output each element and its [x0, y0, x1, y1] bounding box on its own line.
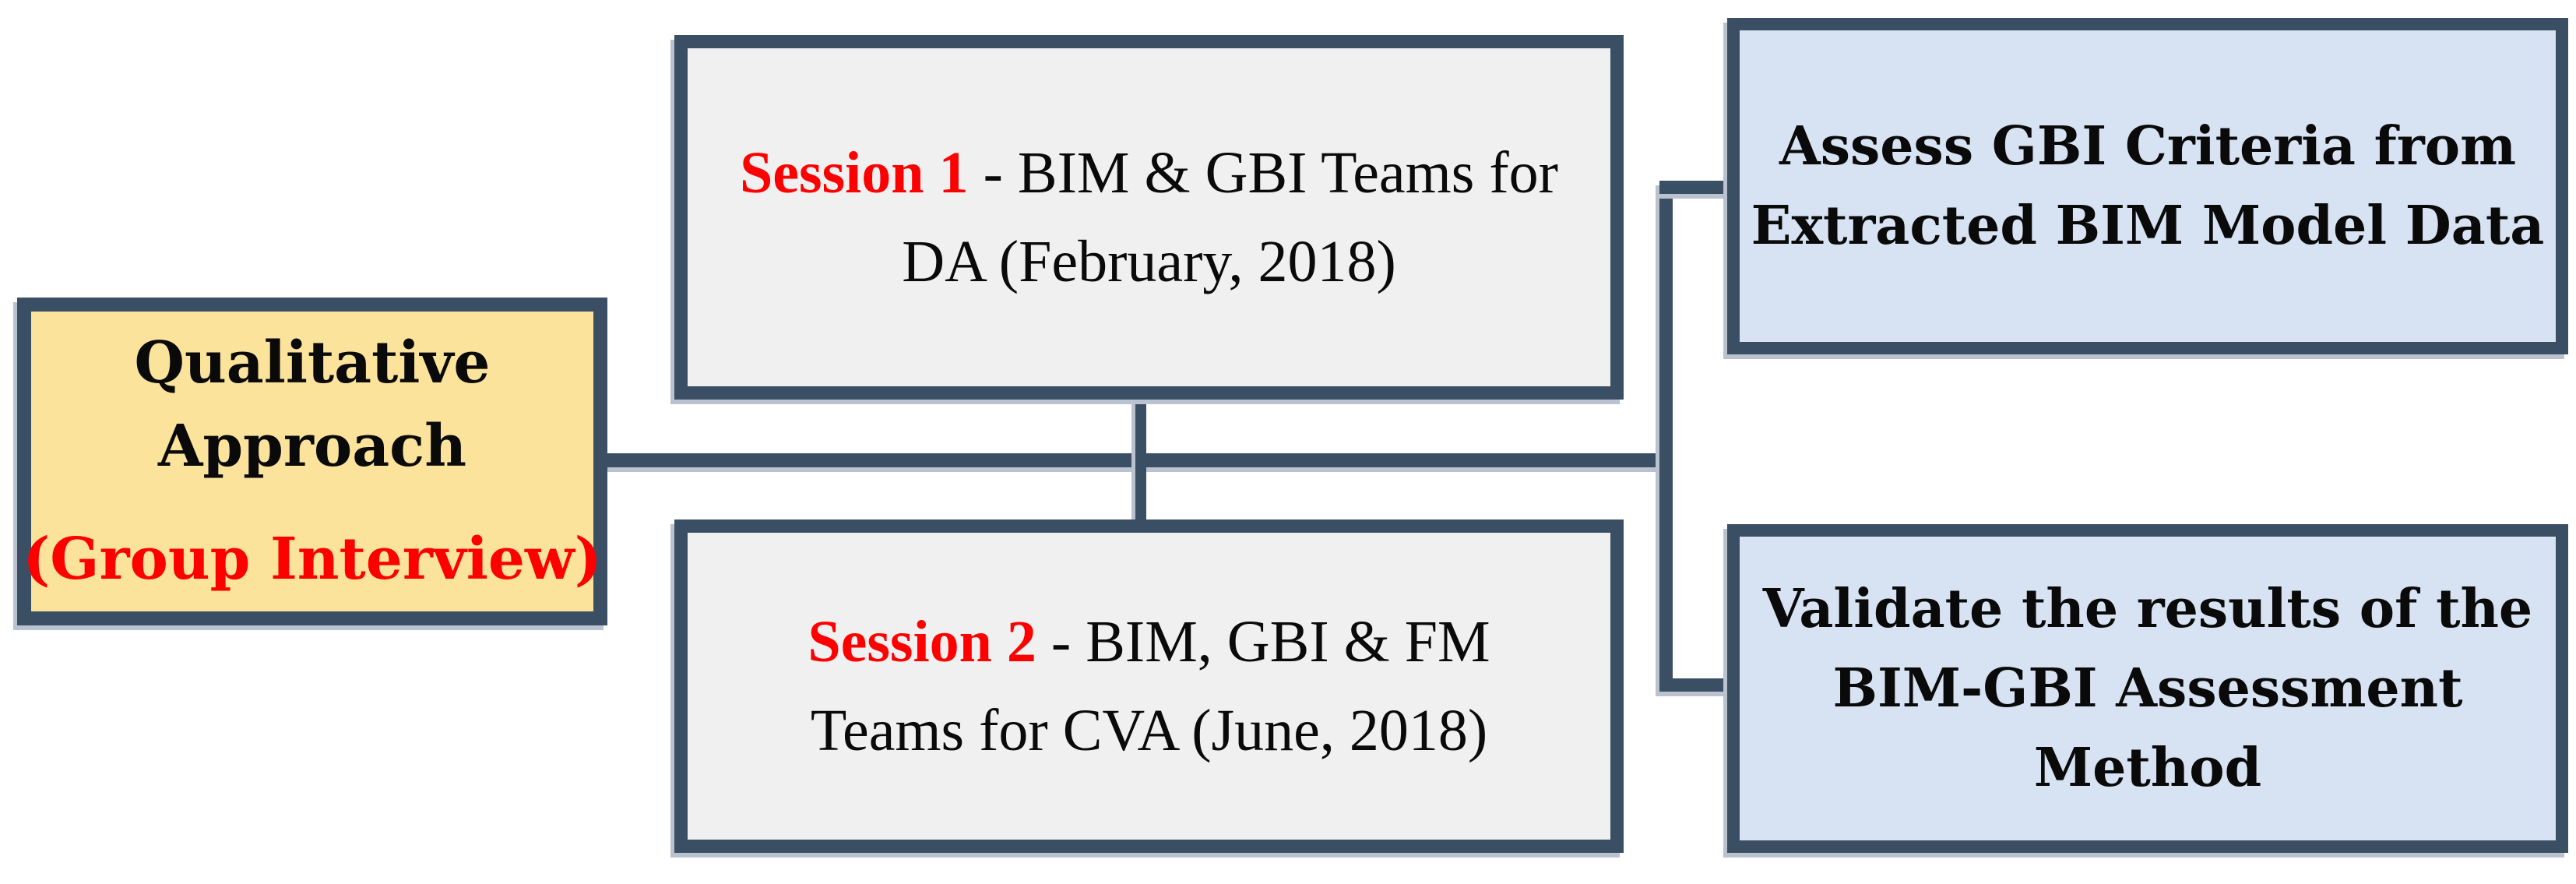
node-session2: Session 2 - BIM, GBI & FM Teams for CVA …: [674, 519, 1624, 853]
qualitative-title: Qualitative Approach: [135, 322, 491, 489]
connector-stub-to-assess: [1659, 181, 1727, 194]
assess-line1: Assess GBI Criteria from: [1779, 115, 2517, 178]
validate-line2: BIM-GBI Assessment: [1832, 657, 2463, 720]
validate-line1: Validate the results of the: [1762, 578, 2533, 640]
node-validate-results: Validate the results of the BIM-GBI Asse…: [1727, 524, 2568, 853]
node-session1: Session 1 - BIM & GBI Teams for DA (Febr…: [674, 35, 1624, 400]
session2-label: Session 2: [808, 609, 1036, 674]
session1-label: Session 1: [740, 140, 969, 206]
session2-line1: Session 2 - BIM, GBI & FM: [808, 597, 1490, 686]
session1-line1-rest: - BIM & GBI Teams for: [968, 140, 1558, 206]
connector-stub-to-validate: [1659, 678, 1727, 692]
node-assess-gbi-criteria: Assess GBI Criteria from Extracted BIM M…: [1727, 18, 2568, 354]
qualitative-title-line2: Approach: [157, 412, 467, 480]
session2-line2: Teams for CVA (June, 2018): [810, 698, 1488, 763]
assess-line2: Extracted BIM Model Data: [1751, 195, 2545, 257]
validate-line3: Method: [2033, 737, 2262, 799]
session1-line1: Session 1 - BIM & GBI Teams for: [740, 129, 1558, 217]
session1-line2: DA (February, 2018): [902, 229, 1396, 294]
node-qualitative-approach: Qualitative Approach (Group Interview): [17, 298, 607, 625]
qualitative-title-line1: Qualitative: [134, 329, 491, 396]
qualitative-subtitle: (Group Interview): [23, 526, 602, 593]
connector-session1-to-session2: [1135, 400, 1146, 519]
session2-line1-rest: - BIM, GBI & FM: [1036, 609, 1490, 674]
connector-right-vertical: [1659, 181, 1673, 692]
